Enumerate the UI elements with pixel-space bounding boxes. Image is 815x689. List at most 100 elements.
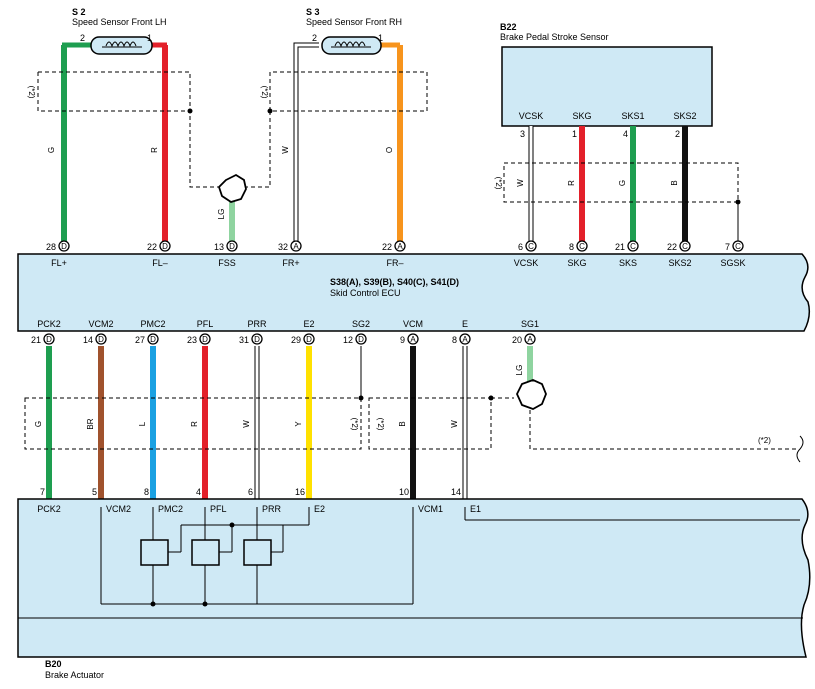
- ecu-top-name-0: FL+: [51, 258, 67, 268]
- svg-text:W: W: [281, 146, 290, 154]
- ecu-top-pin-3: 32: [278, 242, 288, 252]
- s2-pin-2: 2: [80, 33, 85, 43]
- ecu-top-name-7: SKS: [619, 258, 637, 268]
- bottom-wires: [46, 346, 533, 499]
- svg-text:G: G: [34, 421, 43, 427]
- actuator-name-6: VCM1: [418, 504, 443, 514]
- shield-note-bottom-1: (*2): [350, 418, 359, 431]
- ecu-top-name-1: FL–: [152, 258, 168, 268]
- ecu-bottom-name-4: PRR: [247, 319, 267, 329]
- ecu-top-conn-5: C: [528, 242, 534, 251]
- speed-sensor-front-lh: 2 1: [62, 33, 167, 55]
- s2-pin-1: 1: [147, 33, 152, 43]
- ecu-top-name-2: FSS: [218, 258, 236, 268]
- ecu-top-pin-4: 22: [382, 242, 392, 252]
- ecu-bottom-terminals: D21PCK2D14VCM2D27PMC2D23PFLD31PRRD29E2D1…: [31, 319, 539, 345]
- ecu-top-conn-1: D: [162, 242, 168, 251]
- shield-bottom: [24, 397, 798, 450]
- ecu-bottom-terminal-SG1: A 20 SG1: [512, 319, 539, 345]
- speed-sensor-front-rh: 2 1: [312, 33, 400, 55]
- ecu-top-terminals: D28FL+D22FL–D13FSSA32FR+A22FR–C6VCSKC8SK…: [46, 240, 746, 268]
- ecu-bottom-pin-5: 29: [291, 335, 301, 345]
- ecu-top-conn-0: D: [61, 242, 67, 251]
- b22-pin-3: 3: [520, 129, 525, 139]
- actuator-name-3: PFL: [210, 504, 227, 514]
- b22-pin-4: 4: [623, 129, 628, 139]
- ground-octagon-top: [217, 173, 247, 203]
- ecu-top-conn-7: C: [630, 242, 636, 251]
- s3-name: Speed Sensor Front RH: [306, 17, 402, 27]
- ecu-bottom-conn-8: A: [462, 335, 468, 344]
- ecu-top-name-8: SKS2: [668, 258, 691, 268]
- ecu-top-pin-8: 22: [667, 242, 677, 252]
- ecu-bottom-pin-4: 31: [239, 335, 249, 345]
- brake-pedal-stroke-sensor-box: [501, 46, 713, 127]
- actuator-pin-3: 4: [196, 487, 201, 497]
- ecu-name: Skid Control ECU: [330, 288, 401, 298]
- b22-pin-2: 2: [675, 129, 680, 139]
- ecu-bottom-terminal-E: A8E: [452, 319, 471, 345]
- svg-text:Y: Y: [294, 421, 303, 427]
- ecu-bottom-name-8: E: [462, 319, 468, 329]
- svg-text:W: W: [450, 420, 459, 428]
- svg-text:R: R: [567, 180, 576, 186]
- ecu-top-conn-8: C: [682, 242, 688, 251]
- actuator-name-0: PCK2: [37, 504, 61, 514]
- svg-text:R: R: [190, 421, 199, 427]
- s3-pin-1: 1: [378, 33, 383, 43]
- s2-id: S 2: [72, 7, 86, 17]
- ecu-bottom-pin-8: 8: [452, 335, 457, 345]
- ecu-top-pin-9: 7: [725, 242, 730, 252]
- solenoid-2: [191, 539, 220, 566]
- ecu-bottom-name-9: SG1: [521, 319, 539, 329]
- ecu-top-name-6: SKG: [567, 258, 586, 268]
- ecu-top-pin-2: 13: [214, 242, 224, 252]
- svg-text:B: B: [670, 180, 679, 185]
- ecu-bottom-pin-0: 21: [31, 335, 41, 345]
- svg-text:LG: LG: [515, 365, 524, 376]
- top-wires: [61, 42, 688, 242]
- ecu-bottom-conn-9: A: [527, 335, 533, 344]
- ecu-top-conn-3: A: [293, 242, 299, 251]
- ecu-bottom-conn-4: D: [254, 335, 260, 344]
- actuator-pin-0: 7: [40, 487, 45, 497]
- actuator-pin-5: 16: [295, 487, 305, 497]
- shield-note-bottom-3: (*2): [758, 436, 771, 445]
- b22-term-vcsk: VCSK: [519, 111, 544, 121]
- ecu-bottom-pin-9: 20: [512, 335, 522, 345]
- b22-id: B22: [500, 22, 517, 32]
- actuator-name-1: VCM2: [106, 504, 131, 514]
- ecu-top-pin-7: 21: [615, 242, 625, 252]
- ecu-bottom-pin-3: 23: [187, 335, 197, 345]
- b22-name: Brake Pedal Stroke Sensor: [500, 32, 609, 42]
- svg-text:O: O: [385, 147, 394, 153]
- b22-term-sks1: SKS1: [621, 111, 644, 121]
- s3-id: S 3: [306, 7, 320, 17]
- ecu-bottom-conn-6: D: [358, 335, 364, 344]
- ecu-bottom-name-3: PFL: [197, 319, 214, 329]
- ecu-bottom-conn-0: D: [46, 335, 52, 344]
- ecu-bottom-conn-2: D: [150, 335, 156, 344]
- actuator-pin-7: 14: [451, 487, 461, 497]
- shield-note-bottom-2: (*2): [376, 418, 385, 431]
- actuator-pin-1: 5: [92, 487, 97, 497]
- ecu-bottom-name-1: VCM2: [88, 319, 113, 329]
- actuator-name-4: PRR: [262, 504, 282, 514]
- ecu-bottom-pin-2: 27: [135, 335, 145, 345]
- shield-note-rh: (*2): [260, 86, 269, 99]
- ecu-top-name-9: SGSK: [720, 258, 745, 268]
- svg-text:BR: BR: [86, 418, 95, 429]
